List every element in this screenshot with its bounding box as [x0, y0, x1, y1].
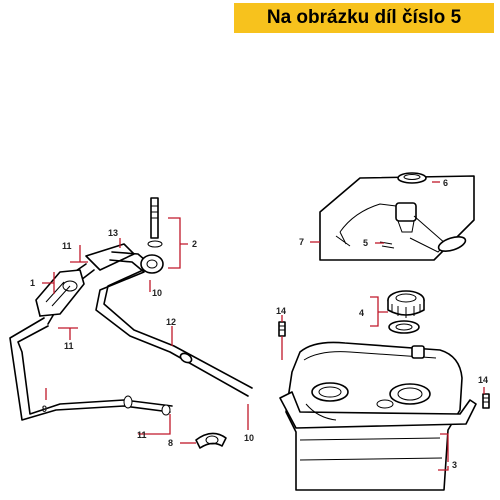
label-part-14-right: 14 [478, 375, 488, 385]
label-part-14-left: 14 [276, 306, 286, 316]
fuel-tank [279, 341, 477, 491]
label-part-10-top: 10 [152, 288, 162, 298]
bracket-13 [85, 243, 135, 271]
label-part-11-middle: 11 [64, 341, 74, 351]
label-part-4: 4 [359, 308, 364, 318]
fuel-pump [35, 269, 85, 317]
clamp-8 [195, 432, 227, 449]
cap-gasket [388, 320, 420, 334]
valve-assembly [140, 197, 164, 274]
fuel-cap [387, 290, 425, 318]
label-part-13: 13 [108, 228, 118, 238]
screw-right [482, 393, 490, 409]
label-part-6: 6 [443, 178, 448, 188]
highlight-banner: Na obrázku díl číslo 5 [234, 3, 494, 33]
label-part-11-top: 11 [62, 241, 72, 251]
label-part-2: 2 [192, 239, 197, 249]
filler-hose-right [95, 251, 253, 397]
screw-left [278, 321, 286, 337]
label-part-12: 12 [166, 317, 176, 327]
label-part-10-bottom: 10 [244, 433, 254, 443]
sender-ring-nut [397, 172, 427, 184]
label-part-3: 3 [452, 460, 457, 470]
hose-clamps [123, 395, 171, 416]
label-part-9: 9 [42, 404, 47, 414]
fuel-sender-unit [319, 175, 475, 261]
part-labels: 1 2 3 4 5 6 7 8 9 10 10 11 11 11 12 13 1… [30, 178, 488, 470]
label-part-5: 5 [363, 238, 368, 248]
leader-lines [42, 181, 485, 471]
label-part-11-bottom: 11 [137, 430, 147, 440]
label-part-8: 8 [168, 438, 173, 448]
label-part-1: 1 [30, 278, 35, 288]
label-part-7: 7 [299, 237, 304, 247]
